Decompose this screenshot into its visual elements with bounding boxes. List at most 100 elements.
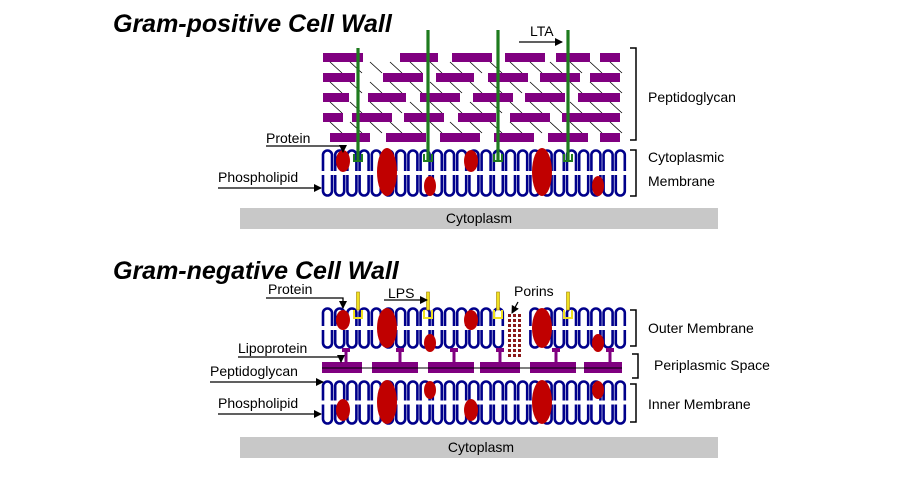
phospholipid-upper	[407, 149, 419, 171]
cytoplasmic-membrane-bracket	[630, 149, 637, 197]
phospholipid-lower	[480, 175, 492, 197]
phospholipid-lower	[468, 330, 480, 349]
peptide-crosslink	[469, 121, 483, 134]
phospholipid-upper	[492, 380, 505, 401]
porin-dot	[508, 339, 511, 342]
gram-negative-lps-porins-lipoproteins	[342, 291, 614, 362]
lps-anchor	[353, 310, 363, 319]
peptidoglycan-strand	[525, 93, 565, 102]
phospholipid-lower	[480, 404, 492, 425]
peptidoglycan-strand	[488, 73, 528, 82]
membrane-protein	[336, 399, 350, 421]
peptide-crosslink	[369, 101, 383, 114]
phospholipid-lower	[577, 175, 590, 197]
membrane-protein	[592, 334, 604, 352]
phospholipid-lower	[407, 330, 419, 349]
peptide-crosslink	[369, 61, 383, 74]
lta-anchor	[563, 154, 573, 162]
phospholipid-upper	[577, 380, 590, 401]
gram-positive-lta-molecules	[353, 30, 573, 162]
peptide-crosslink	[509, 61, 523, 74]
phospholipid-lower	[346, 175, 358, 197]
lta-anchor	[353, 154, 363, 162]
gn-protein-arrow	[266, 297, 347, 309]
phospholipid-upper	[516, 380, 529, 401]
lta-stick	[496, 30, 500, 160]
phospholipid-upper	[468, 380, 480, 401]
lta-anchor	[423, 154, 433, 162]
membrane-protein	[377, 308, 397, 348]
phospholipid-lower	[553, 175, 566, 197]
peptidoglycan-strand	[590, 73, 620, 82]
phospholipid-upper	[590, 149, 602, 171]
lipoprotein-link	[452, 348, 456, 362]
peptide-crosslink	[589, 61, 603, 74]
peptide-crosslink	[329, 121, 343, 134]
phospholipid-upper	[614, 307, 627, 326]
lta-stick	[356, 48, 360, 160]
phospholipid-lower	[419, 404, 431, 425]
phospholipid-lower	[468, 175, 480, 197]
phospholipid-lower	[443, 330, 456, 349]
phospholipid-lower	[346, 404, 358, 425]
phospholipid-upper	[431, 307, 444, 326]
porin-dot	[518, 349, 521, 352]
porin-dot	[508, 334, 511, 337]
lipoprotein-head	[450, 348, 458, 352]
phospholipid-upper	[516, 149, 529, 171]
phospholipid-lower	[480, 330, 492, 349]
porin-dot	[508, 314, 511, 317]
lipoprotein-head	[342, 348, 350, 352]
peptide-crosslink	[569, 121, 583, 134]
peptidoglycan-strand	[505, 53, 545, 62]
porin-dot	[513, 339, 516, 342]
phospholipid-upper	[577, 307, 590, 326]
phospholipid-upper	[553, 380, 566, 401]
peptidoglycan-strand	[368, 93, 406, 102]
phospholipid-upper	[321, 307, 334, 326]
peptidoglycan-strand	[556, 53, 590, 62]
phospholipid-upper	[333, 380, 346, 401]
phospholipid-lower	[443, 175, 456, 197]
phospholipid-upper	[443, 307, 456, 326]
lipoprotein-link	[344, 348, 348, 362]
peptide-crosslink	[529, 121, 543, 134]
inner-membrane-label: Inner Membrane	[648, 396, 751, 412]
membrane-protein	[336, 150, 350, 172]
gp-protein-label: Protein	[266, 130, 310, 146]
phospholipid-lower	[346, 330, 358, 349]
porin-dot	[518, 354, 521, 357]
phospholipid-upper	[602, 380, 614, 401]
phospholipid-lower	[577, 404, 590, 425]
phospholipid-lower	[565, 330, 578, 349]
membrane-protein	[336, 310, 350, 330]
peptidoglycan-strand	[404, 113, 444, 122]
peptide-crosslink	[589, 101, 603, 114]
peptidoglycan-strand	[386, 133, 426, 142]
gram-positive-cytoplasmic-membrane	[321, 148, 627, 197]
phospholipid-lower	[492, 330, 505, 349]
membrane-protein	[377, 380, 397, 424]
peptide-crosslink	[449, 81, 463, 94]
peptide-crosslink	[429, 101, 443, 114]
phospholipid-upper	[504, 149, 517, 171]
peptide-crosslink	[389, 121, 403, 134]
lps-chain	[426, 291, 430, 311]
lps-chain	[566, 291, 570, 311]
phospholipid-lower	[394, 175, 407, 197]
gn-peptidoglycan-label: Peptidoglycan	[210, 363, 298, 379]
peptide-crosslink	[569, 61, 583, 74]
gn-cytoplasm-bar	[240, 437, 718, 458]
membrane-protein	[532, 148, 552, 196]
lipoprotein-link	[608, 348, 612, 362]
peptidoglycan-label: Peptidoglycan	[648, 89, 736, 105]
phospholipid-lower	[504, 404, 517, 425]
porin-dot	[518, 329, 521, 332]
peptide-crosslink	[509, 101, 523, 114]
porin-dot	[513, 314, 516, 317]
lipoprotein-arrow	[238, 355, 345, 363]
peptide-crosslink	[609, 101, 623, 114]
membrane-protein	[464, 310, 478, 330]
lta-label: LTA	[530, 23, 554, 39]
lta-anchor	[493, 154, 503, 162]
